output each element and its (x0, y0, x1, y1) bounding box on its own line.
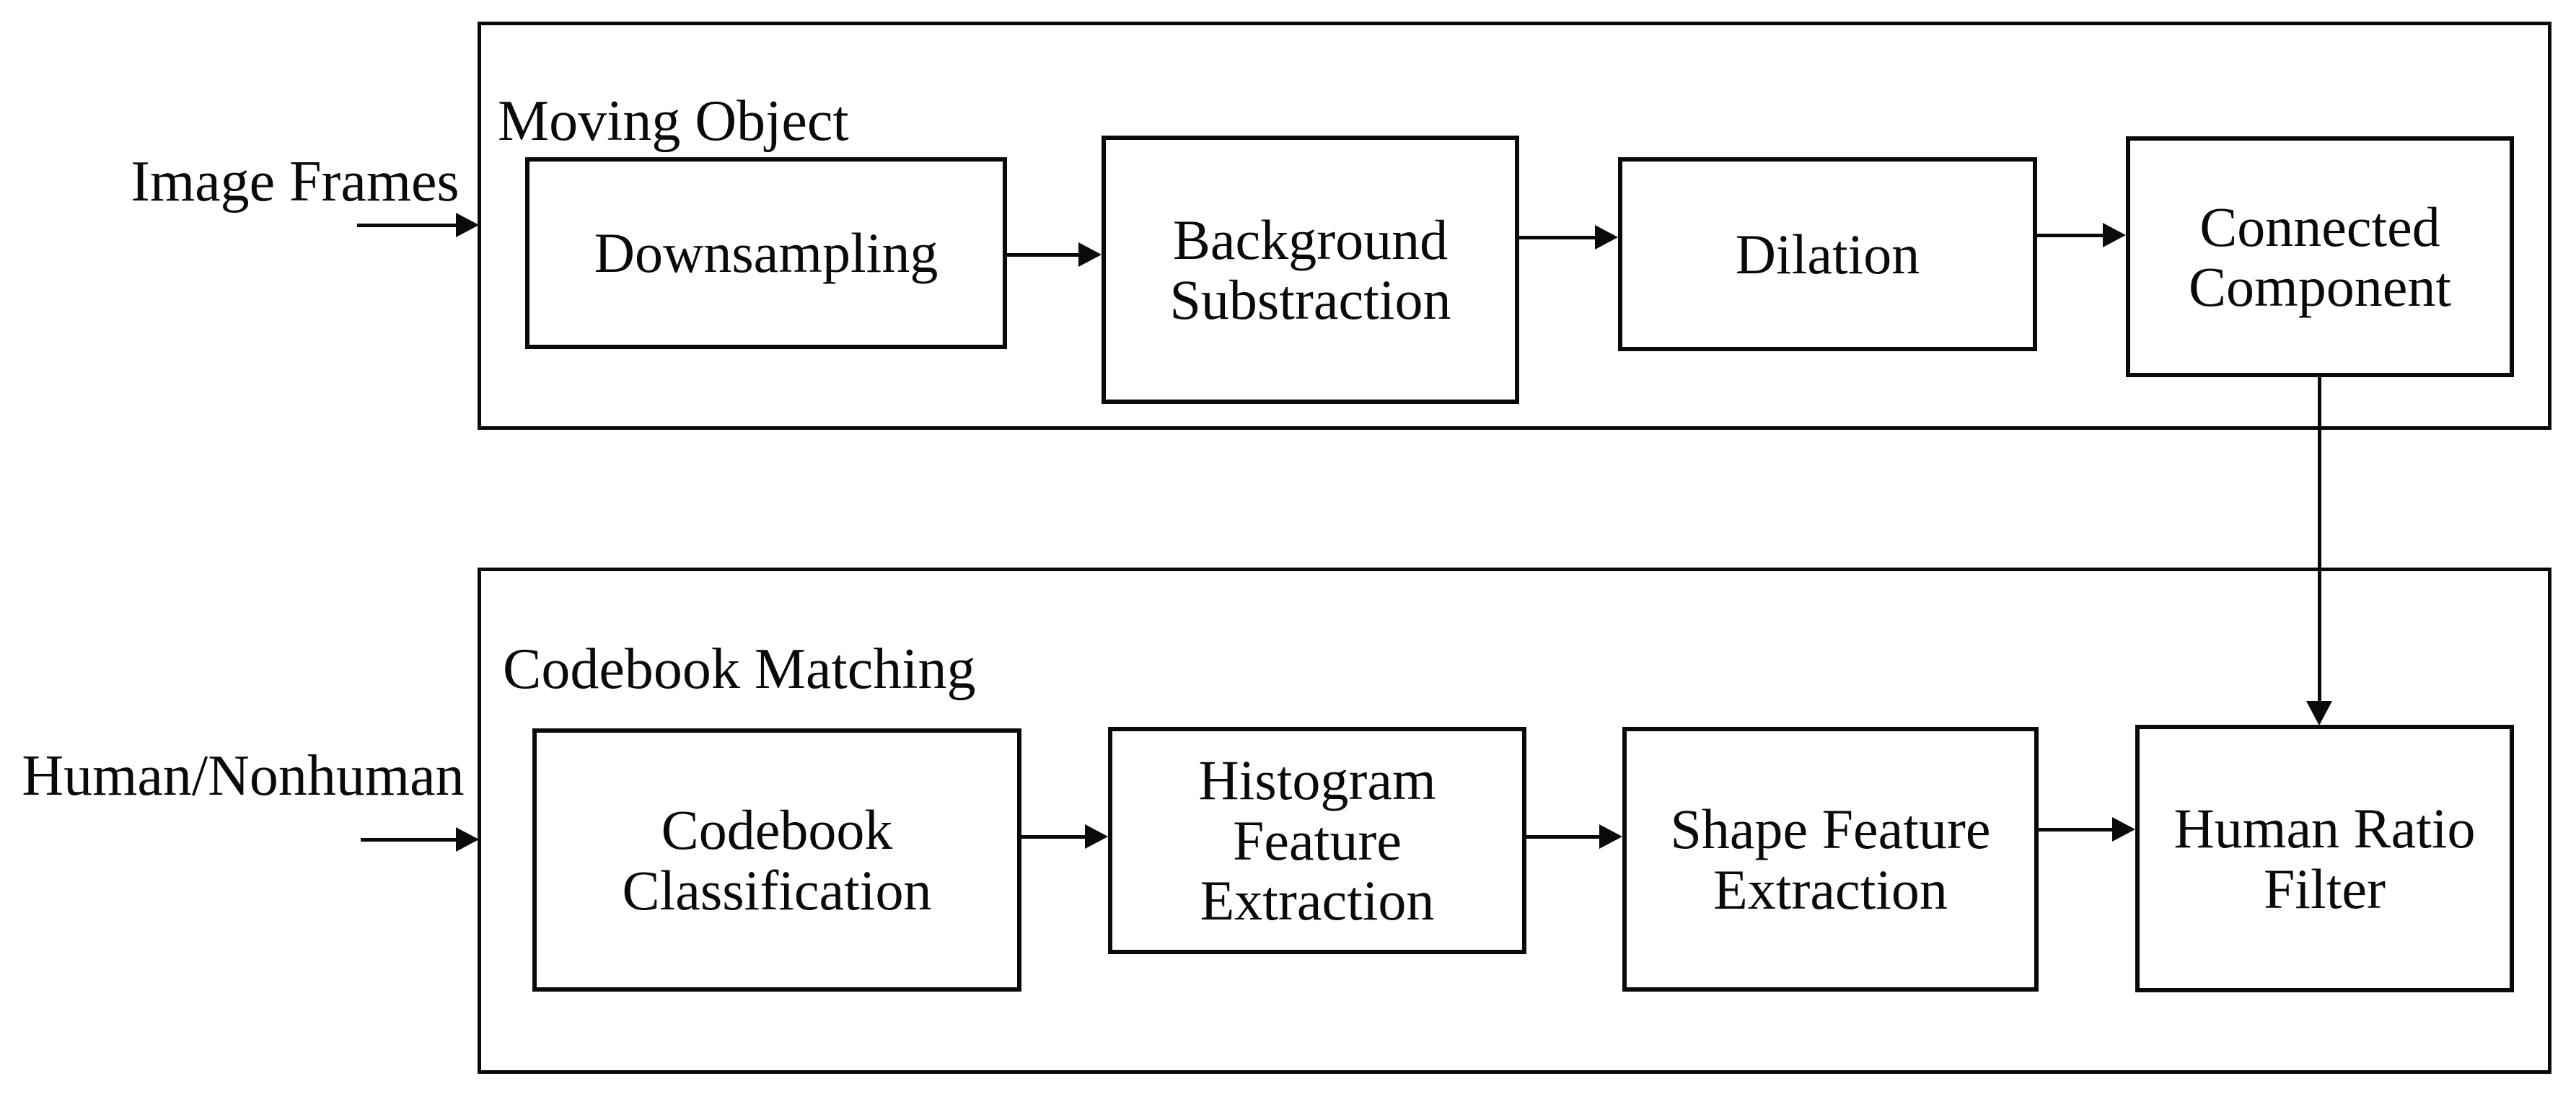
moving-object-section-label: Moving Object (498, 89, 849, 153)
box-downsampling-label: Downsampling (594, 221, 938, 285)
box-dilation-label: Dilation (1735, 222, 1920, 286)
moving-object-container (478, 22, 2551, 430)
box-shape-feature-extraction: Shape Feature Extraction (1622, 727, 2039, 992)
box-background-substraction: Background Substraction (1102, 136, 1519, 404)
box-human-ratio-filter-label: Human Ratio Filter (2173, 797, 2476, 920)
human-nonhuman-label: Human/Nonhuman (22, 744, 465, 808)
codebook-matching-section-label: Codebook Matching (503, 638, 976, 701)
image-frames-label: Image Frames (131, 150, 460, 213)
box-background-substraction-label: Background Substraction (1169, 208, 1451, 331)
box-dilation: Dilation (1618, 157, 2037, 351)
box-shape-feature-extraction-label: Shape Feature Extraction (1670, 798, 1991, 921)
box-histogram-feature-extraction-label: Histogram Feature Extraction (1198, 749, 1436, 932)
box-human-ratio-filter: Human Ratio Filter (2135, 725, 2514, 992)
box-connected-component-label: Connected Component (2189, 195, 2451, 318)
box-histogram-feature-extraction: Histogram Feature Extraction (1108, 727, 1526, 954)
codebook-matching-container (478, 568, 2551, 1074)
box-codebook-classification: Codebook Classification (532, 728, 1021, 992)
box-codebook-classification-label: Codebook Classification (622, 798, 932, 922)
box-downsampling: Downsampling (525, 157, 1007, 349)
box-connected-component: Connected Component (2126, 136, 2514, 377)
